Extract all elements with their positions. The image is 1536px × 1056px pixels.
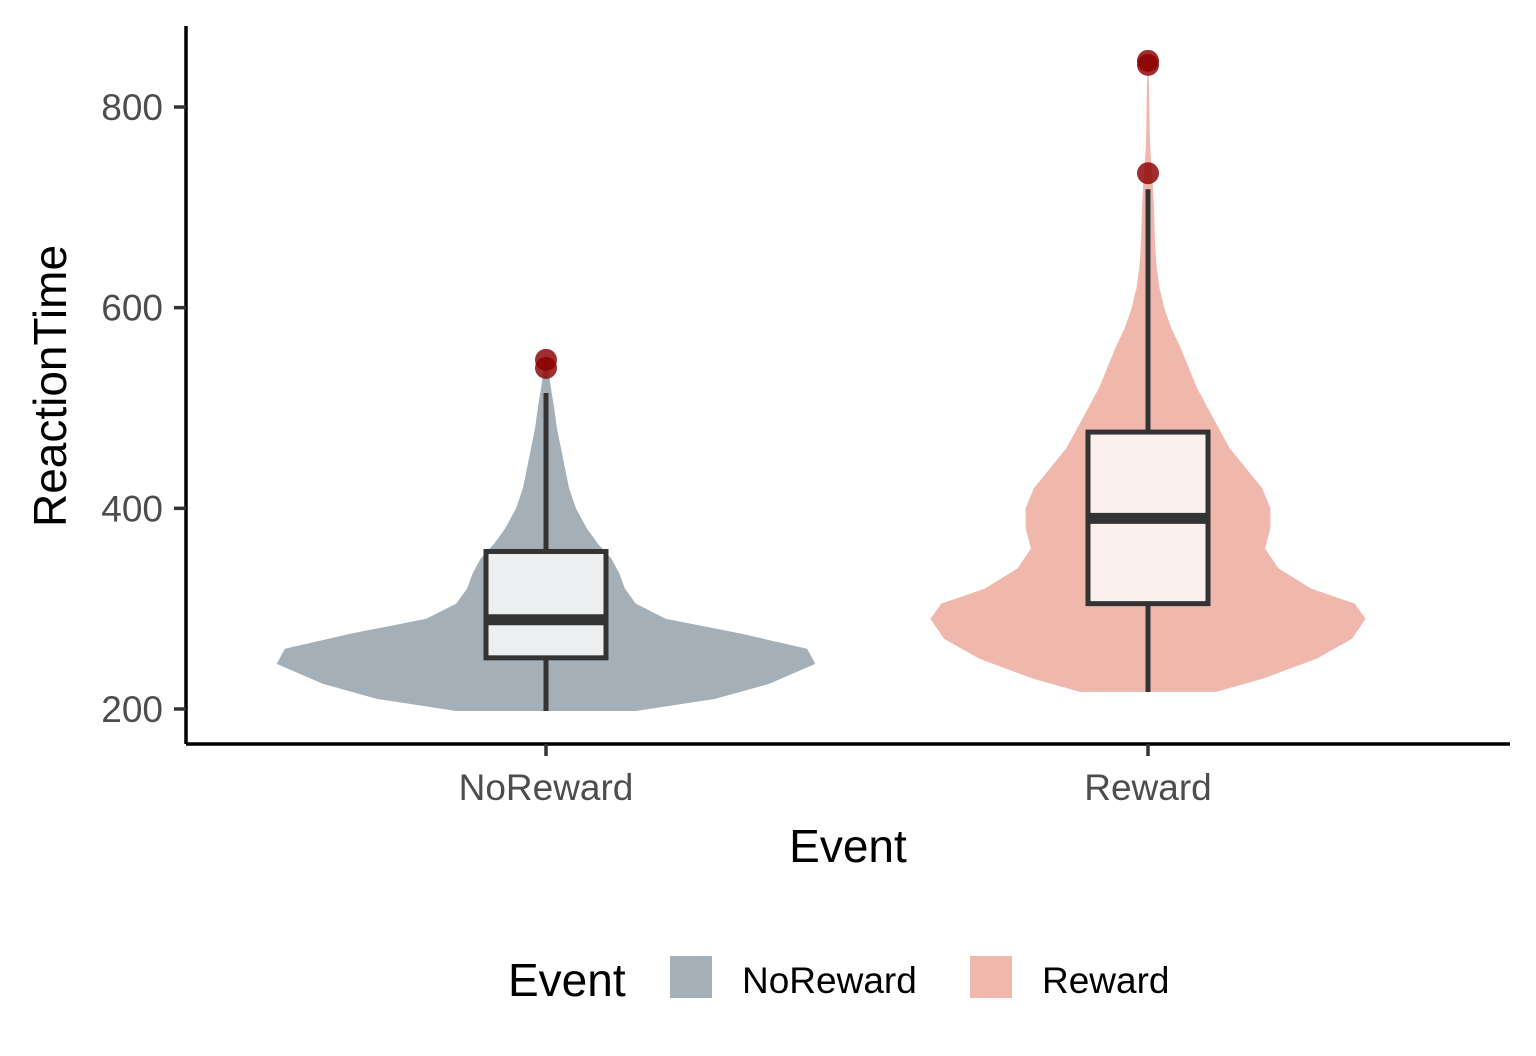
outlier-point-noreward bbox=[535, 356, 557, 379]
y-tick-label: 400 bbox=[101, 488, 163, 529]
y-tick-label: 800 bbox=[101, 87, 163, 128]
x-axis-ticks: NoReward Reward bbox=[459, 744, 1212, 808]
legend-key-reward bbox=[970, 956, 1012, 998]
legend-key-noreward bbox=[670, 956, 712, 998]
box-noreward bbox=[483, 548, 609, 661]
violins-layer bbox=[276, 60, 1366, 711]
x-tick-label: Reward bbox=[1084, 767, 1212, 808]
y-axis-title: ReactionTime bbox=[24, 245, 76, 527]
x-tick-label: NoReward bbox=[459, 767, 634, 808]
x-axis-title: Event bbox=[789, 820, 907, 872]
legend: Event NoReward Reward bbox=[508, 954, 1170, 1006]
legend-label-reward: Reward bbox=[1042, 960, 1170, 1001]
outlier-point-reward bbox=[1137, 162, 1159, 185]
y-tick-label: 200 bbox=[101, 689, 163, 730]
boxplots-layer bbox=[483, 189, 1211, 712]
outlier-point-reward bbox=[1137, 53, 1159, 76]
y-axis-ticks: 200 400 600 800 bbox=[101, 87, 186, 730]
outliers-layer bbox=[535, 49, 1159, 379]
legend-title: Event bbox=[508, 954, 626, 1006]
legend-label-noreward: NoReward bbox=[742, 960, 917, 1001]
y-tick-label: 600 bbox=[101, 288, 163, 329]
